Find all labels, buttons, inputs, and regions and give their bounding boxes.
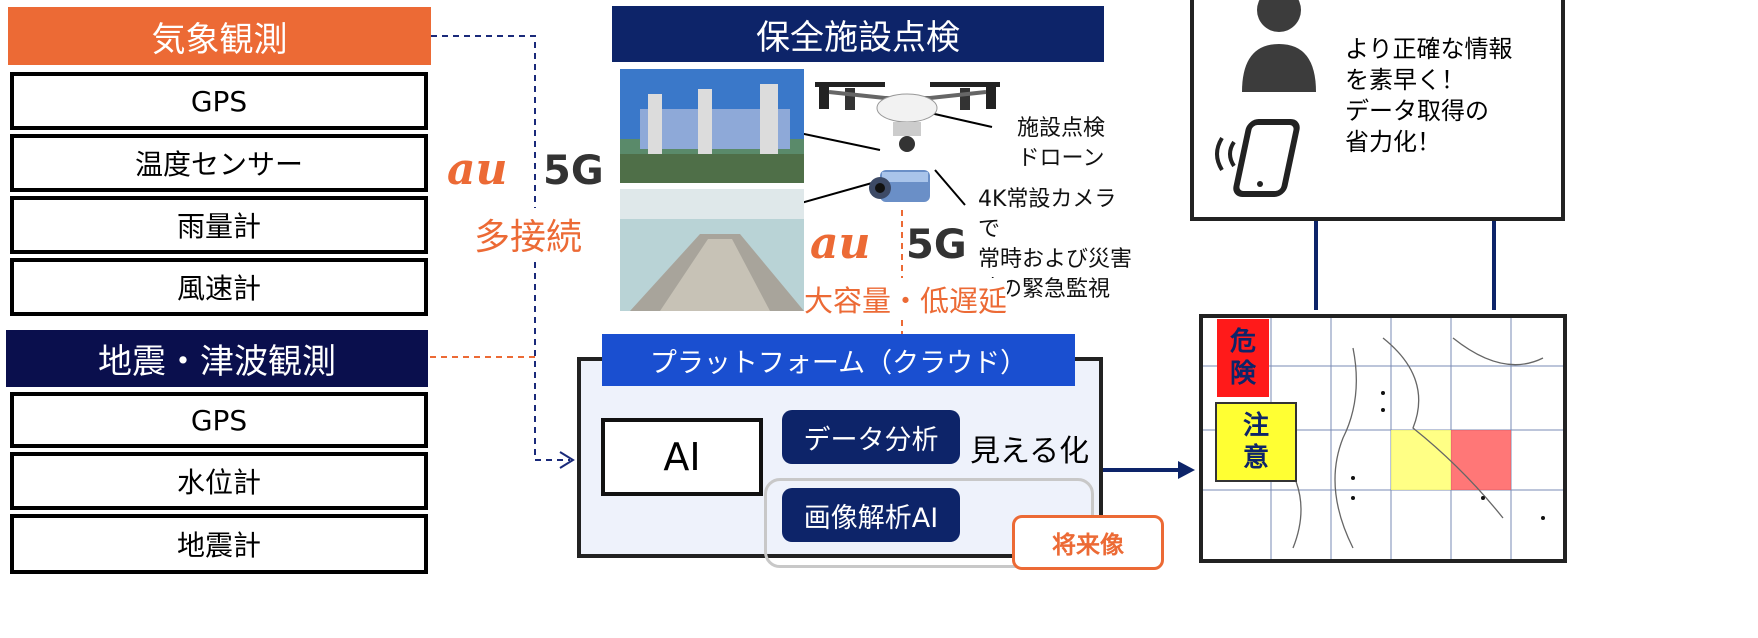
- weather-connector-arrowhead: [559, 451, 575, 469]
- quake-sensor-water-level: 水位計: [10, 452, 428, 510]
- au-5g-left-logo: au 5G: [447, 144, 617, 200]
- weather-sensor-rain-gauge: 雨量計: [10, 196, 428, 254]
- quake-title: 地震・津波観測: [98, 342, 336, 382]
- ai-label: AI: [663, 435, 701, 479]
- weather-sensor-gps: GPS: [10, 72, 428, 130]
- weather-sensor-anemometer: 風速計: [10, 258, 428, 316]
- quake-header: 地震・津波観測: [6, 330, 428, 387]
- visualize-label: 見える化: [970, 434, 1090, 469]
- caution-label: 注 意: [1215, 402, 1297, 482]
- 5g-label: 5G: [543, 148, 604, 194]
- camera-caption-line: [934, 169, 966, 206]
- future-badge: 将来像: [1012, 515, 1164, 570]
- high-capacity-label: 大容量・低遅延: [804, 278, 1008, 320]
- danger-label: 危 険: [1217, 319, 1269, 397]
- inspection-header: 保全施設点検: [612, 6, 1104, 62]
- smartphone-icon: [1206, 118, 1316, 198]
- platform-header: プラットフォーム（クラウド）: [602, 334, 1075, 386]
- pier-photo: [620, 189, 804, 311]
- visualize-arrowhead: [1178, 461, 1195, 479]
- au-5g-center-logo: au 5G: [810, 218, 980, 274]
- camera-caption: 4K常設カメラで 常時および災害 時の緊急監視: [978, 187, 1133, 302]
- user-panel: [1190, 0, 1565, 221]
- user-message: より正確な情報 を素早く！ データ取得の 省力化！: [1345, 35, 1513, 156]
- drone-caption: 施設点検 ドローン: [1016, 116, 1105, 171]
- 5g-label-center: 5G: [906, 222, 967, 268]
- platform-title: プラットフォーム（クラウド）: [649, 347, 1028, 379]
- au-logo-center: au: [810, 218, 871, 269]
- person-icon: [1240, 0, 1318, 92]
- data-analysis-box: データ分析: [782, 410, 960, 464]
- caution-cell: [1391, 430, 1451, 490]
- danger-cell: [1451, 430, 1511, 490]
- weather-title: 気象観測: [151, 19, 288, 60]
- multi-connection-label: 多接続: [472, 208, 585, 260]
- ai-box: AI: [601, 418, 763, 496]
- au-logo: au: [447, 144, 508, 195]
- weather-sensor-temperature: 温度センサー: [10, 134, 428, 192]
- image-analysis-ai-box: 画像解析AI: [782, 488, 960, 542]
- inspection-title: 保全施設点検: [756, 17, 960, 58]
- quake-sensor-gps: GPS: [10, 392, 428, 448]
- weather-header: 気象観測: [8, 7, 431, 65]
- drone-icon: [805, 78, 1010, 160]
- quake-sensor-seismometer: 地震計: [10, 514, 428, 574]
- camera-icon: [868, 162, 934, 210]
- floodgate-photo: [620, 69, 804, 183]
